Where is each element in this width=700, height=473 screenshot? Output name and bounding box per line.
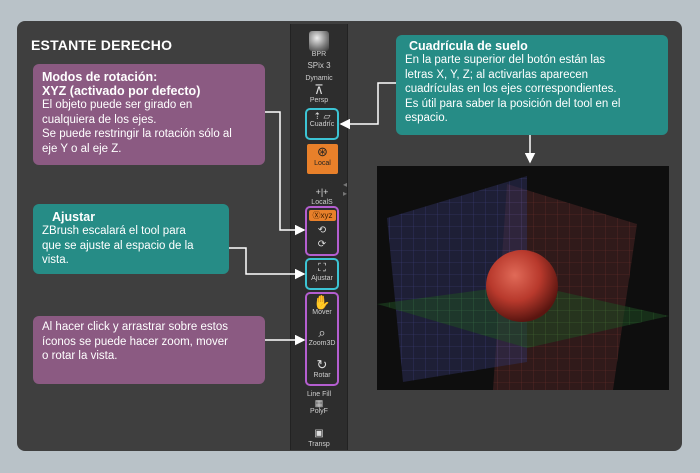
move-hand-icon: ✋ [313, 294, 331, 310]
rotation-text-2: cualquiera de los ejes. [42, 113, 157, 126]
rotation-arrow [265, 111, 306, 236]
bpr-icon [309, 31, 329, 51]
local-symmetry-icon: +|+ [315, 187, 329, 197]
rotation-text-1: El objeto puede ser girado en [42, 99, 193, 111]
persp-label: Persp [309, 97, 329, 104]
transp-button[interactable]: ▣ Transp [300, 427, 338, 449]
persp-button[interactable]: Dynamic ⊼ Persp [300, 75, 338, 105]
local-button[interactable]: ⊛ Local [307, 144, 338, 174]
navigation-highlight [305, 292, 339, 386]
z-rotation-icon: ⟳ [317, 239, 327, 250]
polyframe-button[interactable]: Line Fill ▦ PolyF [300, 391, 338, 416]
grid-text-1: En la parte superior del botón están las [405, 54, 606, 66]
zoom-icon: ⌕ [318, 325, 326, 340]
fit-callout: Ajustar ZBrush escalará el tool para que… [33, 204, 229, 274]
fit-text-3: vista. [42, 254, 69, 266]
linefill-label: Line Fill [306, 391, 332, 398]
rotation-subheading: XYZ (activado por defecto) [42, 84, 201, 98]
page-title: ESTANTE DERECHO [31, 37, 173, 53]
rotate-button[interactable]: ↻ Rotar [303, 358, 341, 380]
fit-label: Ajustar [311, 275, 333, 282]
grid-text-2: letras X, Y, Z; al activarlas aparecen [405, 68, 589, 81]
nav-text-1: Al hacer click y arrastrar sobre estos [42, 321, 228, 333]
y-rotation-icon: ⟲ [317, 225, 327, 236]
y-rotation-button[interactable]: ⟲ [303, 224, 341, 238]
local-icon: ⊛ [317, 144, 328, 159]
nav-text-3: o rotar la vista. [42, 350, 118, 362]
z-rotation-button[interactable]: ⟳ [303, 238, 341, 252]
bpr-button[interactable]: BPR [300, 29, 338, 59]
grid-text-5: espacio. [405, 112, 448, 124]
transp-label: Transp [308, 441, 330, 448]
dynamic-label: Dynamic [305, 75, 333, 82]
frame-icon: ⛶ [318, 262, 326, 274]
polyframe-icon: ▦ [314, 398, 324, 408]
perspective-icon: ⊼ [314, 82, 324, 97]
floor-highlight [305, 108, 339, 140]
xyz-rotation-button[interactable]: Ⓧxyz [309, 210, 336, 221]
local-label: Local [314, 160, 331, 167]
floor-button[interactable]: ⇡ ▱ Cuadríc [303, 111, 341, 129]
spix-slider[interactable]: SPix 3 [300, 62, 338, 70]
fit-highlight [305, 258, 339, 290]
localsym-label: LocalS [311, 199, 333, 206]
fit-text-2: que se ajuste al espacio de la [42, 239, 194, 252]
navigation-callout: Al hacer click y arrastrar sobre estos í… [33, 316, 265, 384]
zoom-label: Zoom3D [308, 340, 336, 347]
grid-text-4: Es útil para saber la posición del tool … [405, 97, 621, 110]
fit-button[interactable]: ⛶ Ajustar [303, 261, 341, 283]
transparency-icon: ▣ [314, 428, 324, 439]
fit-text-1: ZBrush escalará el tool para [42, 225, 186, 237]
floor-grid-icon: ⇡ ▱ [313, 111, 331, 121]
floor-label: Cuadríc [309, 121, 335, 128]
polyf-label: PolyF [310, 408, 328, 415]
rotation-highlight [305, 206, 339, 256]
grid-heading: Cuadrícula de suelo [409, 39, 528, 53]
xyz-label: Ⓧxyz [312, 211, 333, 220]
grid-text-3: cuadrículas en los ejes correspondientes… [405, 83, 617, 95]
fit-heading: Ajustar [52, 210, 96, 224]
sphere-model [486, 250, 558, 322]
local-symmetry-button[interactable]: +|+ LocalS [303, 185, 341, 207]
nav-text-2: íconos se puede hacer zoom, mover [42, 335, 229, 348]
rotation-heading: Modos de rotación: [42, 70, 158, 84]
rotation-text-4: eje Y o al eje Z. [42, 142, 122, 155]
move-button[interactable]: ✋ Mover [303, 295, 341, 317]
move-label: Mover [312, 309, 332, 316]
3d-viewport[interactable] [377, 166, 669, 390]
shelf-collapse-handle[interactable]: ◂▸ [343, 180, 348, 198]
floor-grid-callout: Cuadrícula de suelo En la parte superior… [396, 35, 668, 135]
rotate-label: Rotar [313, 372, 331, 379]
zoom-button[interactable]: ⌕ Zoom3D [303, 326, 341, 348]
spix-label: SPix 3 [307, 61, 331, 70]
rotate-icon: ↻ [316, 357, 328, 372]
rotation-modes-callout: Modos de rotación: XYZ (activado por def… [33, 64, 265, 165]
viewport-scene [377, 176, 669, 390]
floor-arrow [339, 82, 396, 130]
rotation-text-3: Se puede restringir la rotación sólo al [42, 128, 232, 140]
fit-arrow [229, 247, 306, 280]
bpr-label: BPR [311, 51, 327, 58]
